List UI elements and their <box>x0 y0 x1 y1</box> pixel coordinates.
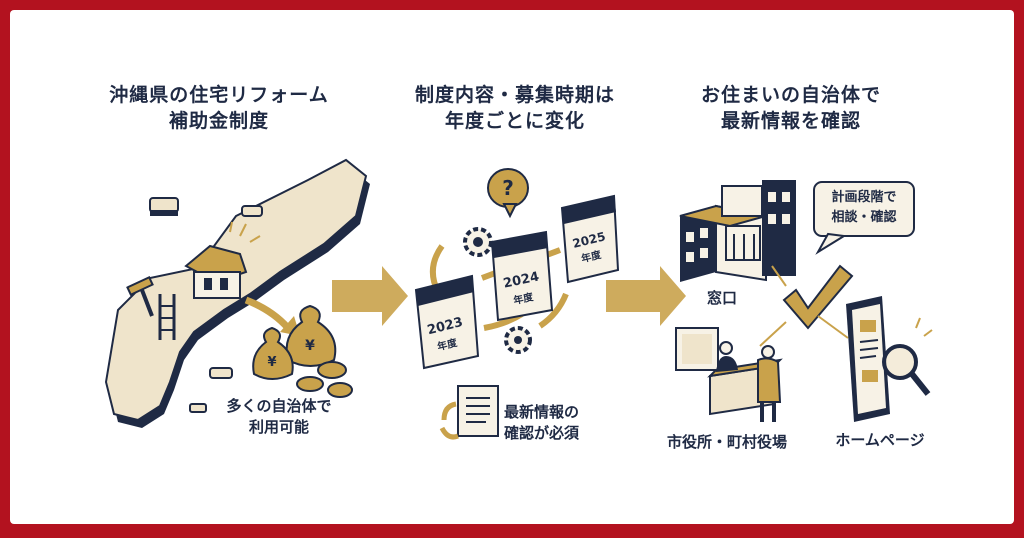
svg-text:?: ? <box>502 176 514 200</box>
question-bubble-icon: ? <box>487 168 529 219</box>
section2-caption-line1: 最新情報の <box>504 403 580 421</box>
tablet-icon <box>846 296 890 422</box>
magnifier-icon <box>882 317 933 396</box>
section1-caption-line1: 多くの自治体で <box>226 397 332 415</box>
gear-icon <box>463 227 493 257</box>
speech-bubble <box>813 181 915 255</box>
section3-heading-line1: お住まいの自治体で <box>700 84 881 106</box>
svg-text:¥: ¥ <box>305 338 315 354</box>
calendar-2023: 2023 年度 <box>414 274 480 370</box>
svg-text:¥: ¥ <box>267 355 276 370</box>
section2-heading-line2: 年度ごとに変化 <box>444 110 585 132</box>
flow-arrow <box>606 266 686 326</box>
calendar-2025: 2025 年度 <box>560 194 620 284</box>
speech-bubble-text: 計画段階で 相談・確認 <box>816 188 912 228</box>
section1-heading: 沖縄県の住宅リフォーム 補助金制度 <box>94 82 344 134</box>
window-label: 窓口 <box>706 289 737 307</box>
office-label: 市役所・町村役場 <box>666 433 787 451</box>
yen-coin-icon <box>296 361 353 398</box>
homepage-label: ホームページ <box>835 431 925 449</box>
section2-heading: 制度内容・募集時期は 年度ごとに変化 <box>400 82 630 134</box>
section1-heading-line2: 補助金制度 <box>168 110 269 132</box>
calendar-2024: 2024 年度 <box>490 230 554 322</box>
illustration-canvas: ¥ ¥ ? 2023 年度 202 <box>104 158 933 440</box>
section3-heading: お住まいの自治体で 最新情報を確認 <box>676 82 906 134</box>
section2-caption-line2: 確認が必須 <box>504 424 580 442</box>
section3-heading-line2: 最新情報を確認 <box>720 110 861 132</box>
speech-bubble-line1: 計画段階で <box>831 190 897 205</box>
hammer-icon <box>126 275 176 340</box>
document-refresh-icon <box>439 385 499 440</box>
speech-bubble-line2: 相談・確認 <box>831 210 897 225</box>
infographic-frame: ¥ ¥ ? 2023 年度 202 <box>10 10 1014 524</box>
building-icon <box>679 180 796 282</box>
section1-caption: 多くの自治体で 利用可能 <box>214 396 344 438</box>
checkmark-icon <box>782 264 854 330</box>
section2-caption: 最新情報の 確認が必須 <box>504 402 614 444</box>
flow-arrow <box>332 266 408 326</box>
house-icon <box>184 221 261 299</box>
counter-desk-icon <box>675 327 783 422</box>
section1-heading-line1: 沖縄県の住宅リフォーム <box>109 84 329 106</box>
section1-caption-line2: 利用可能 <box>248 418 309 436</box>
section2-heading-line1: 制度内容・募集時期は <box>414 84 615 106</box>
calendar-unit-2024: 年度 <box>512 290 535 307</box>
money-bag-icon: ¥ ¥ <box>252 304 337 380</box>
gear-icon <box>504 326 532 354</box>
calendar-year-2024: 2024 <box>502 269 541 291</box>
